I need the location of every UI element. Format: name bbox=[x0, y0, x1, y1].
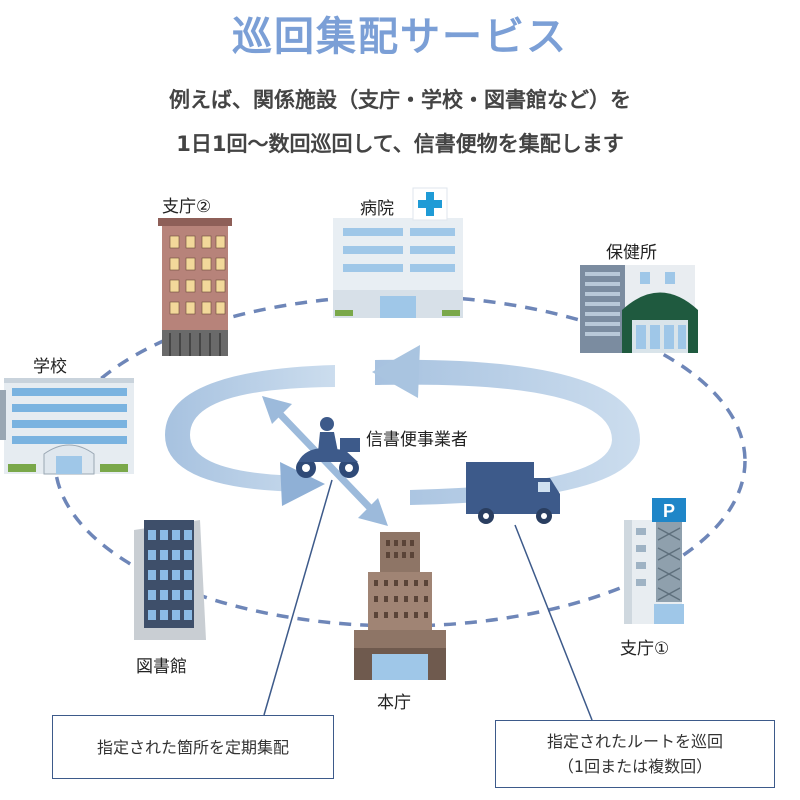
callout-scheduled-text: 指定された箇所を定期集配 bbox=[96, 737, 289, 757]
branch2-building-icon bbox=[158, 218, 232, 356]
callout-route-line-1: 指定されたルートを巡回 bbox=[546, 732, 723, 751]
delivery-truck-icon bbox=[466, 462, 560, 524]
callout-scheduled-pickup: 指定された箇所を定期集配 bbox=[52, 715, 334, 779]
cycle-arrow-head-top bbox=[372, 345, 420, 398]
label-head-office: 本庁 bbox=[377, 693, 411, 713]
label-branch1: 支庁① bbox=[620, 639, 670, 659]
courier-scooter-icon bbox=[296, 417, 360, 478]
label-branch2: 支庁② bbox=[162, 197, 212, 217]
cycle-arrow-left bbox=[165, 365, 335, 492]
callout-route-patrol: 指定されたルートを巡回 （1回または複数回） bbox=[495, 720, 775, 788]
library-building-icon bbox=[134, 520, 206, 640]
hospital-building-icon bbox=[333, 187, 463, 318]
cycle-arrow-head-left bbox=[280, 462, 325, 506]
branch1-building-icon: P bbox=[624, 498, 686, 624]
school-building-icon bbox=[0, 378, 134, 475]
page-title: 巡回集配サービス bbox=[232, 14, 568, 60]
parking-sign-icon: P bbox=[663, 501, 675, 521]
callout-route-line-2: （1回または複数回） bbox=[557, 757, 713, 776]
subtitle-line-1: 例えば、関係施設（支庁・学校・図書館など）を bbox=[169, 88, 631, 112]
callout-leader-right bbox=[514, 524, 593, 721]
head-office-building-icon bbox=[354, 532, 446, 680]
cycle-arrow-right bbox=[375, 359, 640, 505]
label-hospital: 病院 bbox=[360, 199, 394, 219]
subtitle-line-2: 1日1回〜数回巡回して、信書便物を集配します bbox=[176, 132, 624, 156]
label-health-center: 保健所 bbox=[606, 243, 657, 263]
label-courier: 信書便事業者 bbox=[366, 430, 468, 450]
callout-leader-left bbox=[263, 479, 333, 716]
health-center-building-icon bbox=[580, 265, 698, 353]
label-school: 学校 bbox=[33, 357, 67, 377]
label-library: 図書館 bbox=[136, 657, 187, 677]
